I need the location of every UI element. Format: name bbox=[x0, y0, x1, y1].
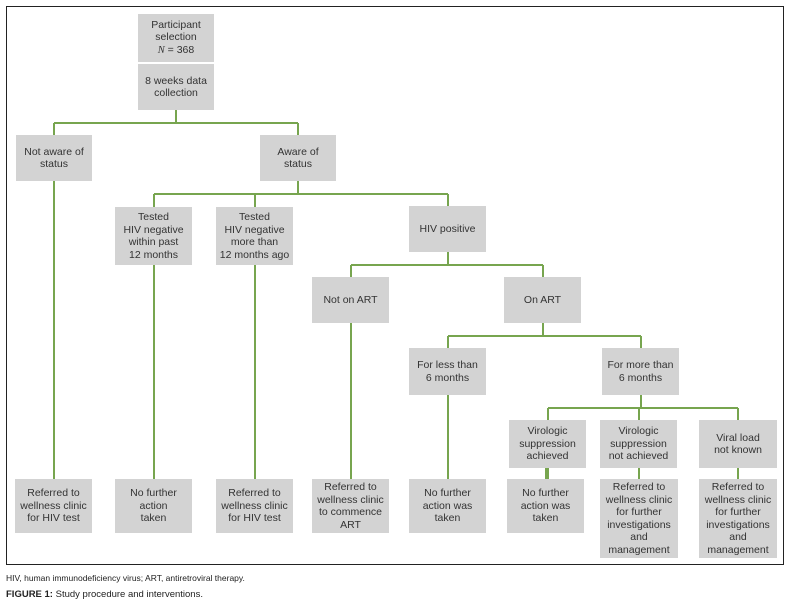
node-aware-of-status: Aware of status bbox=[260, 135, 336, 181]
node-not-on-art: Not on ART bbox=[312, 277, 389, 323]
node-tested-negative-within-12-months: Tested HIV negative within past 12 month… bbox=[115, 207, 192, 265]
node-virologic-suppression-not-achieved: Virologic suppression not achieved bbox=[600, 420, 677, 468]
node-participant-selection: Participant selection N = 368 bbox=[138, 14, 214, 62]
outcome-referred-further-investigation-1: Referred to wellness clinic for further … bbox=[600, 479, 678, 558]
outcome-referred-hiv-test-1: Referred to wellness clinic for HIV test bbox=[15, 479, 92, 533]
node-tested-negative-over-12-months: Tested HIV negative more than 12 months … bbox=[216, 207, 293, 265]
figure-caption: FIGURE 1: Study procedure and interventi… bbox=[6, 589, 203, 600]
figure-footnote: HIV, human immunodeficiency virus; ART, … bbox=[6, 573, 245, 583]
node-not-aware-of-status: Not aware of status bbox=[16, 135, 92, 181]
node-label-line: selection bbox=[155, 31, 197, 44]
figure-frame bbox=[6, 6, 784, 565]
node-data-collection: 8 weeks data collection bbox=[138, 64, 214, 110]
node-virologic-suppression-achieved: Virologic suppression achieved bbox=[509, 420, 586, 468]
node-hiv-positive: HIV positive bbox=[409, 206, 486, 252]
figure-caption-label: FIGURE 1: bbox=[6, 589, 53, 600]
outcome-no-further-action-3: No further action was taken bbox=[507, 479, 584, 533]
outcome-referred-commence-art: Referred to wellness clinic to commence … bbox=[312, 479, 389, 533]
outcome-no-further-action-2: No further action was taken bbox=[409, 479, 486, 533]
outcome-no-further-action-1: No further action taken bbox=[115, 479, 192, 533]
sample-size-value: = 368 bbox=[167, 43, 195, 56]
node-on-art: On ART bbox=[504, 277, 581, 323]
outcome-referred-hiv-test-2: Referred to wellness clinic for HIV test bbox=[216, 479, 293, 533]
node-art-less-than-6-months: For less than 6 months bbox=[409, 348, 486, 395]
node-viral-load-not-known: Viral load not known bbox=[699, 420, 777, 468]
figure-caption-text: Study procedure and interventions. bbox=[52, 589, 203, 600]
node-art-more-than-6-months: For more than 6 months bbox=[602, 348, 679, 395]
outcome-referred-further-investigation-2: Referred to wellness clinic for further … bbox=[699, 479, 777, 558]
node-label-line: Participant bbox=[151, 18, 201, 31]
sample-size: N = 368 bbox=[158, 44, 195, 58]
sample-size-symbol: N bbox=[157, 44, 165, 56]
